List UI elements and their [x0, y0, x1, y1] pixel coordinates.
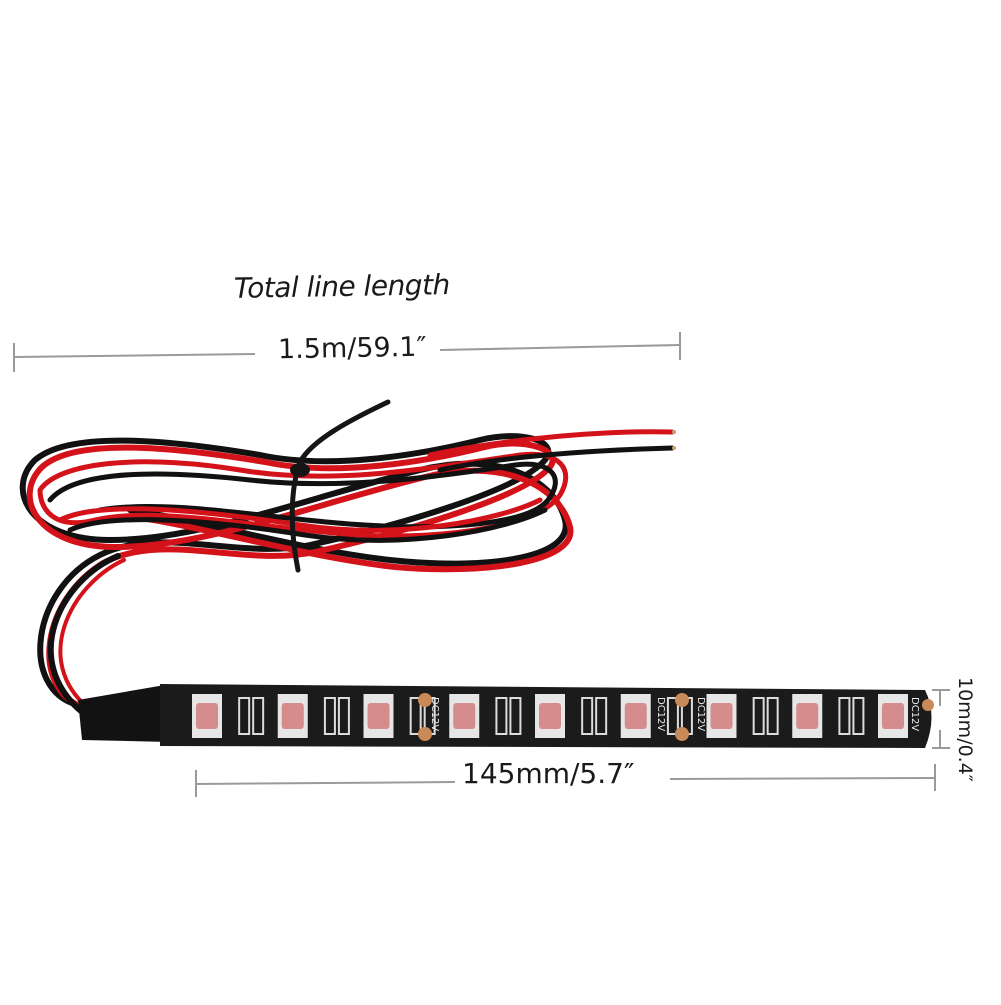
resistor — [409, 697, 422, 735]
strip-length-label: 145mm/5.7″ — [462, 757, 635, 790]
led-strip: DC12V DC12V DC12V DC12V — [160, 684, 934, 748]
red-wire-strand — [57, 497, 543, 533]
resistor — [252, 697, 265, 735]
led-chip — [277, 694, 308, 738]
resistor — [581, 697, 594, 735]
solder-pad — [418, 727, 432, 741]
led-chip — [792, 694, 823, 738]
led-chip — [620, 694, 651, 738]
pcb-marking-3: DC12V — [695, 697, 706, 731]
resistor — [509, 697, 522, 735]
red-wire-tail — [427, 429, 675, 458]
strip-width-dimension-line — [932, 689, 950, 749]
red-wire-loop — [26, 440, 574, 711]
wire-connector-sleeve — [78, 685, 170, 742]
pcb-marking-2: DC12V — [655, 697, 666, 731]
total-length-dimension-line — [13, 332, 681, 372]
resistor — [752, 697, 765, 735]
solder-pad — [418, 693, 432, 707]
total-line-length-title: Total line length — [233, 268, 451, 305]
black-wire-loop — [19, 433, 569, 708]
strip-width-label: 10mm/0.4″ — [954, 677, 976, 782]
wire-bundle — [19, 399, 676, 715]
solder-pad — [675, 727, 689, 741]
resistor — [337, 697, 350, 735]
resistor — [666, 697, 679, 735]
black-wire-strand — [47, 461, 558, 530]
solder-pad — [675, 693, 689, 707]
red-wire-strand — [37, 451, 569, 539]
resistor — [495, 697, 508, 735]
resistor — [595, 697, 608, 735]
pcb-marking-1: DC12V — [429, 697, 440, 731]
solder-pad — [922, 699, 934, 711]
black-wire-strand — [67, 507, 548, 543]
cable-tie — [289, 399, 391, 573]
strip-lead-wire — [47, 553, 121, 715]
led-chip — [363, 694, 394, 738]
resistor — [852, 697, 865, 735]
cable-tie-head — [290, 463, 310, 477]
resistor — [838, 697, 851, 735]
led-chip — [192, 694, 222, 738]
total-length-label: 1.5m/59.1″ — [277, 331, 427, 366]
pcb-marking-4: DC12V — [909, 697, 920, 731]
strip-length-dimension-line — [195, 764, 936, 797]
resistor — [766, 697, 779, 735]
led-chip — [535, 694, 565, 738]
resistor — [238, 697, 251, 735]
led-chip — [449, 694, 480, 738]
led-chip — [706, 694, 737, 738]
black-wire-tail — [437, 445, 675, 473]
strip-lead-wire-red — [58, 558, 126, 710]
resistor — [323, 697, 336, 735]
led-chip — [878, 694, 908, 738]
